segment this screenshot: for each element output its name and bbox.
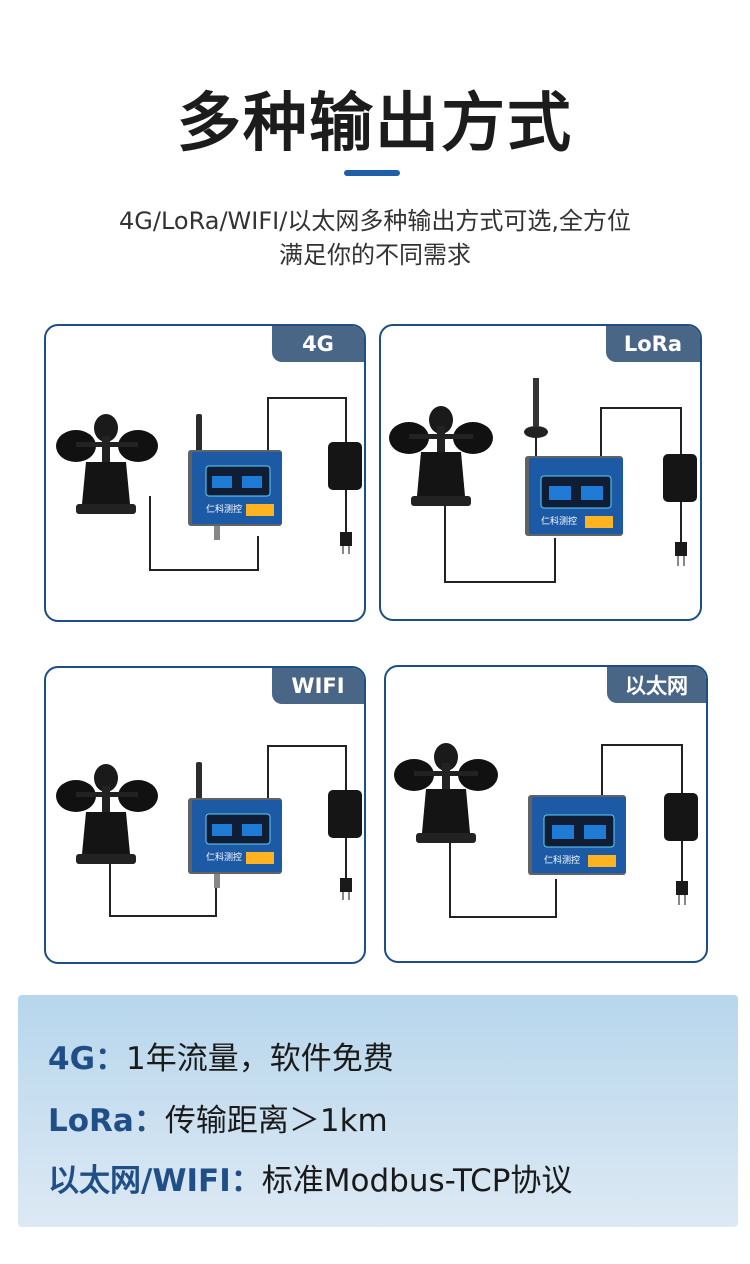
tag-ethernet: 以太网 bbox=[607, 667, 706, 703]
card-4g-illustration: 仁科测控 bbox=[56, 397, 362, 571]
card-lora: 仁科测控 LoRa bbox=[379, 324, 702, 621]
page-title: 多种输出方式 bbox=[177, 87, 573, 161]
device-brand-text: 仁科测控 bbox=[541, 515, 577, 527]
anemometer-icon bbox=[394, 743, 498, 843]
power-adapter-icon bbox=[328, 790, 362, 900]
title-underline bbox=[344, 170, 400, 176]
anemometer-icon bbox=[56, 764, 158, 864]
power-adapter-icon bbox=[663, 454, 697, 566]
card-lora-illustration: 仁科测控 bbox=[389, 378, 697, 583]
tag-4g: 4G bbox=[272, 326, 364, 362]
info-key: 以太网/WIFI： bbox=[48, 1163, 262, 1199]
antenna-icon bbox=[196, 762, 202, 802]
transmitter-device-icon: 仁科测控 bbox=[188, 450, 282, 526]
info-key: 4G： bbox=[48, 1041, 127, 1077]
antenna-icon bbox=[196, 414, 202, 454]
transmitter-device-icon: 仁科测控 bbox=[188, 798, 282, 874]
info-line-ethernet-wifi: 以太网/WIFI：标准Modbus-TCP协议 bbox=[48, 1155, 572, 1200]
info-value: 1年流量，软件免费 bbox=[126, 1041, 394, 1077]
power-adapter-icon bbox=[328, 442, 362, 554]
info-value: 标准Modbus-TCP协议 bbox=[261, 1163, 573, 1199]
device-brand-text: 仁科测控 bbox=[206, 851, 242, 863]
anemometer-icon bbox=[389, 406, 493, 506]
card-4g: 仁科测控 4G bbox=[44, 324, 366, 622]
tag-lora: LoRa bbox=[605, 326, 700, 362]
device-brand-text: 仁科测控 bbox=[544, 854, 580, 866]
page-subtitle: 4G/LoRa/WIFI/以太网多种输出方式可选,全方位 满足你的不同需求 bbox=[0, 204, 750, 272]
info-value: 传输距离＞1km bbox=[164, 1103, 388, 1139]
subtitle-line-2: 满足你的不同需求 bbox=[279, 241, 471, 269]
card-wifi-illustration: 仁科测控 bbox=[56, 745, 362, 917]
power-adapter-icon bbox=[664, 793, 698, 905]
info-line-lora: LoRa：传输距离＞1km bbox=[48, 1095, 388, 1140]
card-ethernet: 仁科测控 以太网 bbox=[384, 665, 708, 963]
tag-wifi: WIFI bbox=[272, 668, 364, 704]
anemometer-icon bbox=[56, 414, 158, 514]
transmitter-device-icon: 仁科测控 bbox=[528, 795, 626, 875]
info-line-4g: 4G：1年流量，软件免费 bbox=[48, 1033, 394, 1078]
info-panel: 4G：1年流量，软件免费 LoRa：传输距离＞1km 以太网/WIFI：标准Mo… bbox=[18, 995, 738, 1227]
lora-antenna-icon bbox=[524, 378, 548, 458]
subtitle-line-1: 4G/LoRa/WIFI/以太网多种输出方式可选,全方位 bbox=[119, 207, 631, 235]
info-key: LoRa： bbox=[48, 1103, 165, 1139]
card-wifi: 仁科测控 WIFI bbox=[44, 666, 366, 964]
transmitter-device-icon: 仁科测控 bbox=[525, 456, 623, 536]
device-brand-text: 仁科测控 bbox=[206, 503, 242, 515]
card-ethernet-illustration: 仁科测控 bbox=[394, 743, 698, 918]
